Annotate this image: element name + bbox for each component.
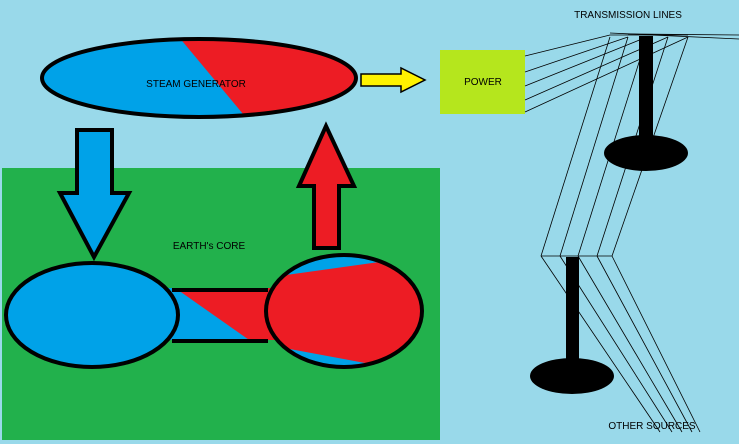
transmission-lines-label: TRANSMISSION LINES [574,10,682,21]
other-sources-label: OTHER SOURCES [608,421,696,432]
steam-generator: STEAM GENERATOR [40,37,358,119]
power-label: POWER [464,77,502,88]
cold-down-arrow [56,128,133,262]
hot-up-arrow [295,121,358,250]
steam-generator-label: STEAM GENERATOR [146,79,246,90]
power-arrow [360,66,427,94]
lower-tower [530,257,614,394]
power-box: POWER [440,50,525,114]
upper-tower [604,36,688,171]
earths-core-label: EARTH's CORE [173,241,246,252]
